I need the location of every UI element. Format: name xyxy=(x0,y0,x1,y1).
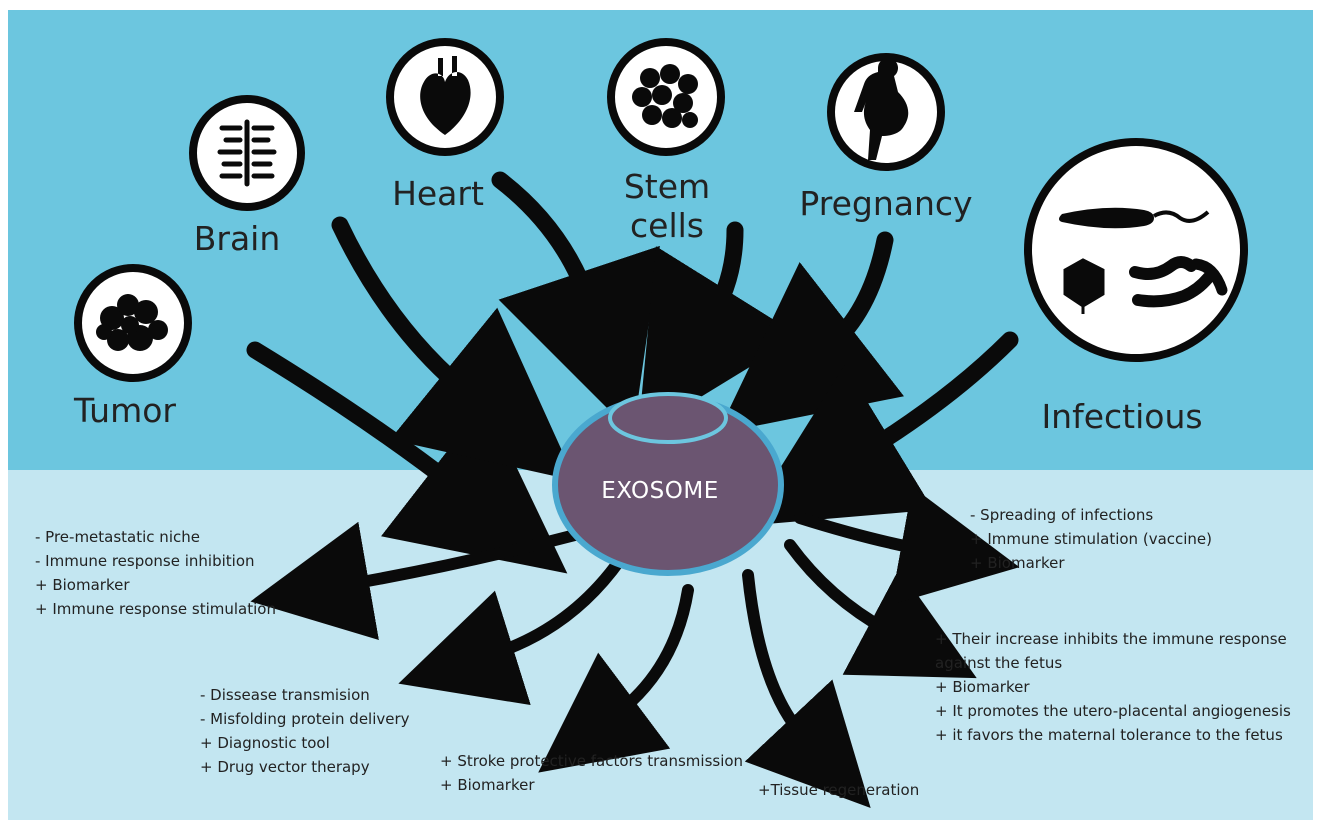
arrow-to-stem-outcome xyxy=(742,569,871,809)
outcome-brain: - Dissease transmision - Misfolding prot… xyxy=(200,686,410,776)
heart-label: Heart xyxy=(392,174,484,213)
exosome-label: EXOSOME xyxy=(601,478,719,504)
outcome-infectious-line: + Biomarker xyxy=(970,554,1065,572)
source-infectious: Infectious xyxy=(1024,138,1248,436)
brain-label: Brain xyxy=(194,219,281,258)
pregnant-woman-icon xyxy=(854,57,909,160)
source-stem-cells: Stem cells xyxy=(607,38,725,245)
exosome-cup xyxy=(608,392,728,444)
outcome-stem-line: +Tissue regeneration xyxy=(758,781,919,799)
outcome-infectious: - Spreading of infections + Immune stimu… xyxy=(970,506,1212,572)
outcome-infectious-line: - Spreading of infections xyxy=(970,506,1153,524)
stem-cells-icon xyxy=(632,64,698,128)
tumor-label: Tumor xyxy=(73,391,176,430)
outcome-pregnancy-line: + it favors the maternal tolerance to th… xyxy=(935,726,1283,744)
outcome-pregnancy-line: + It promotes the utero-placental angiog… xyxy=(935,702,1291,720)
source-tumor: Tumor xyxy=(73,264,192,430)
outcome-pregnancy-line: + Biomarker xyxy=(935,678,1030,696)
arrow-to-heart-outcome xyxy=(538,584,694,773)
brain-icon xyxy=(217,119,277,187)
outcome-tumor-line: - Pre-metastatic niche xyxy=(35,528,200,546)
outcome-tumor: - Pre-metastatic niche - Immune response… xyxy=(35,528,276,618)
microbes-icon xyxy=(1059,207,1228,314)
outcome-heart: + Stroke protective factors transmission… xyxy=(440,752,743,794)
outcome-infectious-line: + Immune stimulation (vaccine) xyxy=(970,530,1212,548)
source-brain: Brain xyxy=(189,95,305,258)
exosome: EXOSOME xyxy=(552,392,784,576)
flagellum-shape xyxy=(1153,210,1210,223)
bacterium-shape xyxy=(1059,207,1154,229)
incoming-arrows xyxy=(246,171,1019,574)
outcome-tumor-line: - Immune response inhibition xyxy=(35,552,255,570)
virus-capsid-shape xyxy=(1063,258,1105,314)
stem-label-line1: Stem xyxy=(624,167,710,206)
outcome-tumor-line: + Immune response stimulation xyxy=(35,600,276,618)
pregnancy-label: Pregnancy xyxy=(799,184,972,223)
infectious-label: Infectious xyxy=(1041,397,1202,436)
outcome-heart-line: + Biomarker xyxy=(440,776,535,794)
worm-shape-1 xyxy=(1129,256,1197,280)
arrow-from-brain xyxy=(331,216,576,481)
outcome-pregnancy-line: against the fetus xyxy=(935,654,1062,672)
worm-shape-2 xyxy=(1132,272,1214,308)
outcome-pregnancy-line: + Their increase inhibits the immune res… xyxy=(935,630,1287,648)
arrow-to-pregnancy-outcome xyxy=(784,539,977,679)
outcome-brain-line: + Drug vector therapy xyxy=(200,758,370,776)
outcome-brain-line: - Misfolding protein delivery xyxy=(200,710,410,728)
source-pregnancy: Pregnancy xyxy=(799,53,973,223)
heart-icon xyxy=(420,56,471,135)
arrow-from-heart xyxy=(491,171,660,435)
tumor-icon xyxy=(96,294,168,351)
outcome-brain-line: + Diagnostic tool xyxy=(200,734,330,752)
outgoing-arrows xyxy=(250,486,1020,809)
arrow-to-infectious-outcome xyxy=(794,486,1020,605)
outcome-stem: +Tissue regeneration xyxy=(758,781,919,799)
stem-label-line2: cells xyxy=(630,206,704,245)
outcome-pregnancy: + Their increase inhibits the immune res… xyxy=(935,630,1291,744)
arrow-from-infectious xyxy=(743,331,1019,526)
arrow-to-tumor-outcome xyxy=(250,521,581,640)
source-heart: Heart xyxy=(386,38,504,213)
microbes-icon-circle xyxy=(1024,138,1248,362)
arrow-to-brain-outcome xyxy=(398,554,626,706)
outcome-heart-line: + Stroke protective factors transmission xyxy=(440,752,743,770)
arrow-from-pregnancy xyxy=(717,231,905,434)
worm-shape-3 xyxy=(1190,258,1228,296)
outcome-brain-line: - Dissease transmision xyxy=(200,686,370,704)
outcome-tumor-line: + Biomarker xyxy=(35,576,130,594)
